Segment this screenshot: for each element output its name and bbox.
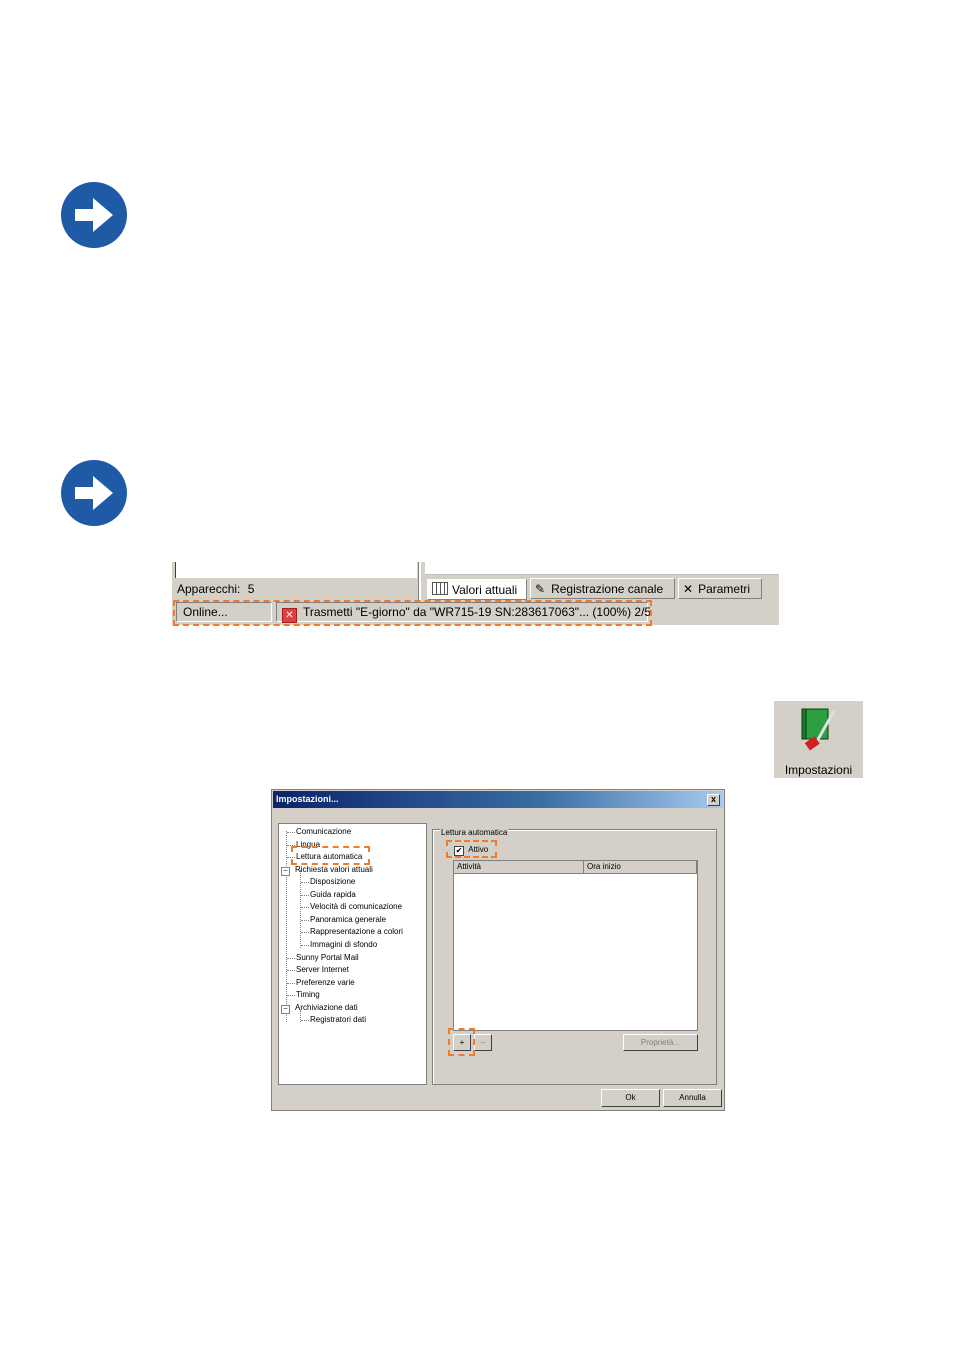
- tree-item-rappresentazione-colori[interactable]: Rappresentazione a colori: [301, 927, 403, 936]
- arrow-right-icon: [61, 460, 127, 526]
- group-label: Lettura automatica: [440, 828, 509, 837]
- tree-item-preferenze-varie[interactable]: Preferenze varie: [287, 978, 355, 987]
- tree-item-comunicazione[interactable]: Comunicazione: [287, 827, 351, 836]
- close-icon: x: [710, 794, 716, 804]
- tree-item-lingua[interactable]: Lingua: [287, 840, 320, 849]
- impostazioni-button[interactable]: Impostazioni: [774, 701, 863, 778]
- tree-item-archiviazione-dati[interactable]: –Archiviazione dati: [281, 1003, 358, 1014]
- collapse-icon: –: [281, 1005, 290, 1014]
- tools-icon: ✕: [683, 582, 694, 596]
- devices-label: Apparecchi:: [177, 582, 241, 596]
- settings-label: Impostazioni: [784, 763, 853, 777]
- tab-valori-attuali[interactable]: Valori attuali: [427, 579, 527, 600]
- active-checkbox[interactable]: ✔ Attivo: [454, 845, 488, 856]
- column-ora-inizio[interactable]: Ora inizio: [584, 861, 697, 874]
- properties-button[interactable]: Proprietà...: [623, 1034, 698, 1051]
- close-button[interactable]: x: [707, 794, 720, 806]
- error-icon: ✕: [282, 608, 297, 623]
- highlight-checkbox: [446, 840, 497, 858]
- online-status-field: Online...: [176, 602, 272, 622]
- collapse-icon: –: [281, 867, 290, 876]
- tree-item-velocita-comunicazione[interactable]: Velocità di comunicazione: [301, 902, 402, 911]
- device-list-pane: [175, 562, 417, 578]
- arrow-right-icon: [61, 182, 127, 248]
- highlight-add-button: [448, 1028, 475, 1056]
- column-attivita[interactable]: Attività: [454, 861, 584, 874]
- tree-item-sunny-portal-mail[interactable]: Sunny Portal Mail: [287, 953, 359, 962]
- tab-label: Valori attuali: [452, 583, 518, 597]
- settings-tree: Comunicazione Lingua Lettura automatica …: [278, 823, 427, 1085]
- transfer-status-field: ✕Trasmetti "E-giorno" da "WR715-19 SN:28…: [276, 602, 651, 623]
- tab-parametri[interactable]: ✕ Parametri: [678, 578, 762, 599]
- tree-item-immagini-sfondo[interactable]: Immagini di sfondo: [301, 940, 377, 949]
- settings-icon: [801, 708, 836, 751]
- grid-icon: [432, 582, 448, 595]
- tab-label: Registrazione canale: [551, 582, 664, 596]
- checkbox-label: Attivo: [468, 845, 489, 854]
- dialog-titlebar[interactable]: Impostazioni... x: [273, 791, 723, 808]
- tree-item-registratori-dati[interactable]: Registratori dati: [301, 1015, 366, 1024]
- values-pane: [425, 562, 779, 575]
- highlight-status-fields: [173, 600, 652, 626]
- tab-registrazione-canale[interactable]: ✎ Registrazione canale: [530, 578, 675, 599]
- add-button[interactable]: +: [453, 1034, 471, 1051]
- devices-count: 5: [247, 582, 255, 596]
- cancel-button[interactable]: Annulla: [663, 1089, 722, 1107]
- settings-dialog: Impostazioni... x Comunicazione Lingua L…: [271, 789, 725, 1111]
- tree-item-richiesta-valori-attuali[interactable]: –Richiesta valori attuali: [281, 865, 373, 876]
- ok-button[interactable]: Ok: [601, 1089, 660, 1107]
- splitter[interactable]: [418, 562, 421, 601]
- status-bar-screenshot: Apparecchi: 5 Valori attuali ✎ Registrazi…: [172, 562, 779, 625]
- tree-item-timing[interactable]: Timing: [287, 990, 320, 999]
- activities-list[interactable]: Attività Ora inizio: [453, 860, 698, 1031]
- highlight-tree-item: [291, 846, 370, 865]
- tree-item-panoramica-generale[interactable]: Panoramica generale: [301, 915, 386, 924]
- remove-button[interactable]: –: [474, 1034, 492, 1051]
- dialog-title: Impostazioni...: [276, 794, 339, 804]
- tree-item-server-internet[interactable]: Server Internet: [287, 965, 349, 974]
- pencil-icon: ✎: [535, 582, 546, 596]
- tab-label: Parametri: [698, 582, 751, 596]
- tree-item-disposizione[interactable]: Disposizione: [301, 877, 355, 886]
- checkbox-box[interactable]: ✔: [454, 846, 464, 856]
- tree-item-guida-rapida[interactable]: Guida rapida: [301, 890, 356, 899]
- lettura-automatica-group: [432, 829, 717, 1085]
